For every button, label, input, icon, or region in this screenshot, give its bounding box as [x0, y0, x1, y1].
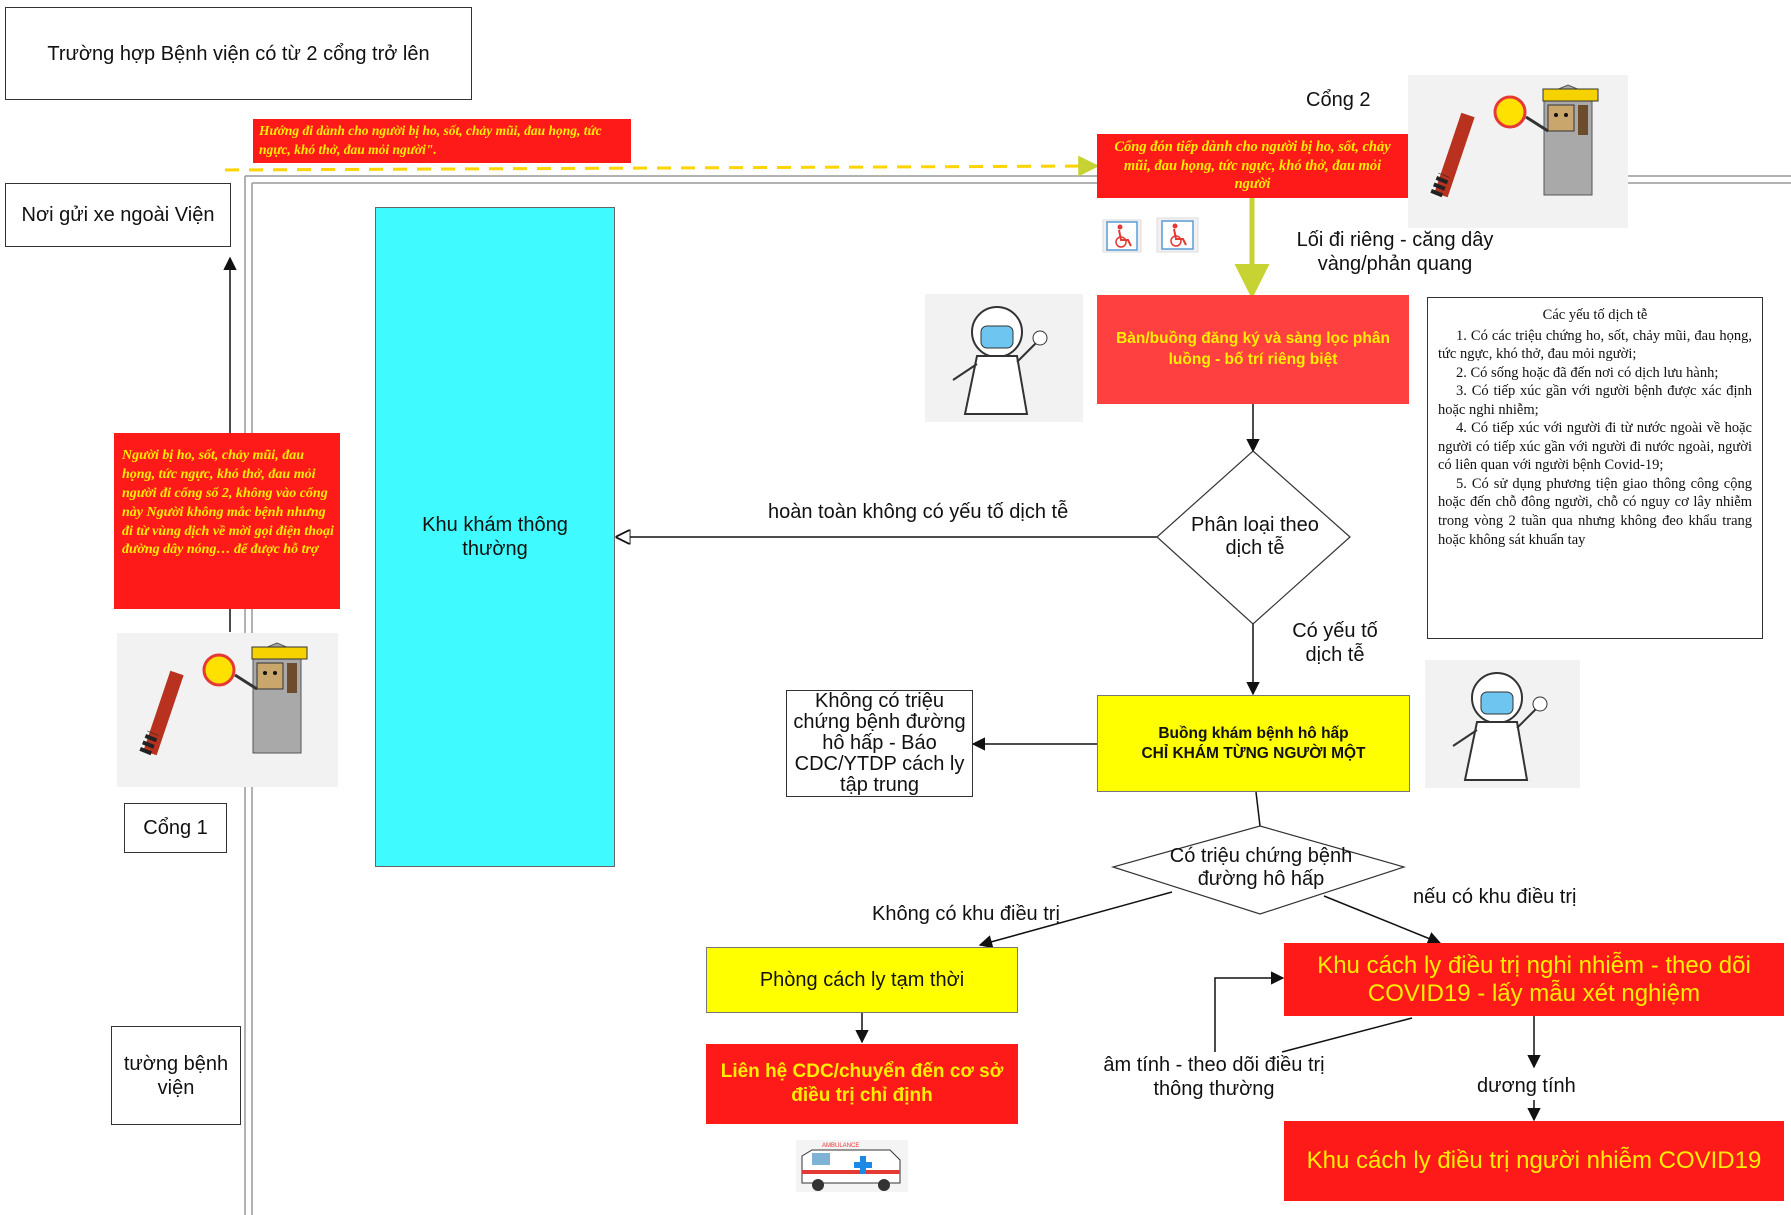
negative-label: âm tính - theo dõi điều trị thông thường [1103, 1054, 1325, 1100]
epi-factor-item: 1. Có các triệu chứng ho, sốt, chảy mũi,… [1438, 327, 1752, 363]
general-exam-label: Khu khám thông thường [422, 514, 568, 560]
symptom-decision-label: Có triệu chứng bệnh đường hô hấp [1169, 845, 1353, 890]
infected-isolation-area: Khu cách ly điều trị người nhiễm COVID19 [1284, 1121, 1784, 1201]
symptom-diamond [1110, 825, 1407, 915]
gate1-box: Cổng 1 [124, 803, 227, 853]
gate1-warning-notice: Người bị ho, sốt, chảy mũi, đau họng, tứ… [114, 433, 340, 609]
direction-notice: Hướng đi dành cho người bị ho, sốt, chảy… [253, 119, 631, 163]
direction-notice-text: Hướng đi dành cho người bị ho, sốt, chảy… [259, 123, 602, 157]
temp-isolation-label: Phòng cách ly tạm thời [759, 969, 965, 991]
gate2-reception-text: Cổng đón tiếp dành cho người bị ho, sốt,… [1114, 138, 1391, 193]
doctor-ppe-illustration [1425, 660, 1580, 788]
page-title-box: Trường hợp Bệnh viện có từ 2 cổng trở lê… [5, 7, 472, 100]
suspected-isolation-area: Khu cách ly điều trị nghi nhiễm - theo d… [1284, 943, 1784, 1016]
classify-diamond [1156, 450, 1351, 625]
epi-factor-item: 3. Có tiếp xúc gần với người bệnh được x… [1438, 383, 1752, 418]
epi-factor-item: 5. Có sử dụng phương tiện giao thông côn… [1438, 475, 1752, 548]
contact-cdc-label: Liên hệ CDC/chuyển đến cơ sở điều trị ch… [720, 1061, 1004, 1106]
registration-label: Bàn/buồng đăng ký và sàng lọc phân luồng… [1116, 330, 1390, 368]
gate1-warning-text: Người bị ho, sốt, chảy mũi, đau họng, tứ… [122, 448, 334, 558]
epi-factors-panel: Các yếu tố dịch tễ 1. Có các triệu chứng… [1427, 297, 1763, 639]
registration-box: Bàn/buồng đăng ký và sàng lọc phân luồng… [1097, 295, 1409, 404]
wall-label: tường bệnh viện [123, 1052, 229, 1099]
ambulance-illustration [796, 1140, 908, 1192]
parking-box: Nơi gửi xe ngoài Viện [5, 183, 231, 247]
doctor-ppe-illustration [925, 294, 1083, 422]
decision-to-suspected-arrow [1323, 895, 1442, 945]
no-treatment-area-label: Không có khu điều trị [872, 903, 1060, 925]
suspected-area-label: Khu cách ly điều trị nghi nhiễm - theo d… [1317, 951, 1751, 1007]
epi-factor-item: 4. Có tiếp xúc với người đi từ nước ngoà… [1438, 420, 1752, 474]
positive-label: dương tính [1477, 1075, 1576, 1097]
epi-factors-title: Các yếu tố dịch tễ [1542, 307, 1648, 323]
has-epi-label: Có yếu tố dịch tễ [1292, 620, 1378, 666]
if-treatment-area-label: nếu có khu điều trị [1413, 886, 1577, 908]
wheelchair-icon [1156, 217, 1199, 253]
parking-label: Nơi gửi xe ngoài Viện [21, 204, 215, 226]
wall-label-box: tường bệnh viện [111, 1026, 241, 1125]
epi-factor-item: 2. Có sống hoặc đã đến nơi có dịch lưu h… [1456, 364, 1719, 381]
decision-to-temp-arrow [978, 891, 1173, 949]
gate2-label: Cổng 2 [1306, 89, 1371, 111]
temp-isolation-room: Phòng cách ly tạm thời [706, 947, 1018, 1013]
separate-path-label: Lối đi riêng - căng dây vàng/phản quang [1270, 229, 1520, 275]
negative-loop-arrow [1214, 971, 1285, 1052]
suspected-to-negative-line [1281, 1017, 1413, 1053]
separate-path-text: Lối đi riêng - căng dây vàng/phản quang [1296, 229, 1494, 275]
direction-dashed-arrow [224, 155, 1100, 177]
gate1-label: Cổng 1 [143, 817, 208, 839]
infected-area-label: Khu cách ly điều trị người nhiễm COVID19 [1306, 1147, 1762, 1175]
gatehouse-barrier-illustration [117, 633, 338, 787]
wheelchair-icon [1102, 219, 1142, 253]
contact-cdc-box: Liên hệ CDC/chuyển đến cơ sở điều trị ch… [706, 1044, 1018, 1124]
respiratory-exam-room: Buồng khám bệnh hô hấp CHỈ KHÁM TỪNG NGƯ… [1097, 695, 1410, 792]
resp-room-title: Buồng khám bệnh hô hấp [1158, 725, 1349, 743]
no-epi-label: hoàn toàn không có yếu tố dịch tễ [768, 501, 1069, 523]
resp-room-subtitle: CHỈ KHÁM TỪNG NGƯỜI MỘT [1141, 744, 1366, 762]
gate2-reception-notice: Cổng đón tiếp dành cho người bị ho, sốt,… [1097, 134, 1408, 198]
general-exam-area: Khu khám thông thường [375, 207, 615, 867]
gatehouse-barrier-illustration [1408, 75, 1628, 228]
page-title: Trường hợp Bệnh viện có từ 2 cổng trở lê… [47, 42, 430, 65]
classify-label: Phân loại theo dịch tễ [1191, 514, 1319, 559]
no-symptom-box: Không có triệu chứng bệnh đường hô hấp -… [786, 690, 973, 797]
no-symptom-label: Không có triệu chứng bệnh đường hô hấp -… [793, 690, 966, 796]
ambulance-text: AMBULANCE [822, 1143, 860, 1149]
resp-to-decision-line [1255, 791, 1261, 827]
